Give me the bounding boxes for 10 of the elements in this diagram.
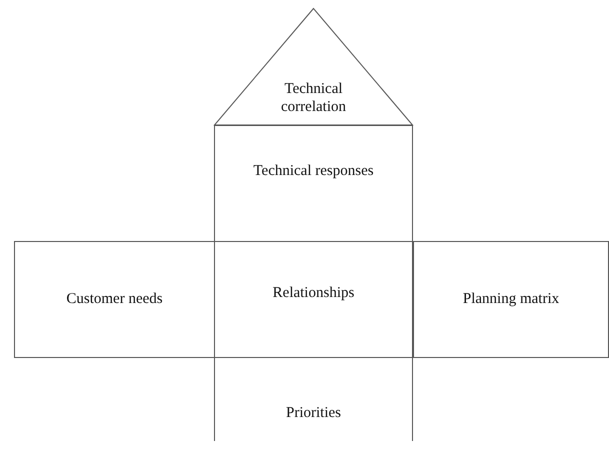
node-label: Relationships <box>272 284 354 303</box>
matrix-box <box>14 241 215 358</box>
node-label: Customer needs <box>66 290 163 309</box>
node-label: Technical responses <box>253 162 374 181</box>
node-label: Priorities <box>286 404 341 423</box>
matrix-box <box>214 125 413 242</box>
node-label: Technical correlation <box>280 80 347 117</box>
matrix-box <box>214 357 413 441</box>
node-label: Planning matrix <box>462 290 560 309</box>
matrix-box <box>413 241 609 358</box>
